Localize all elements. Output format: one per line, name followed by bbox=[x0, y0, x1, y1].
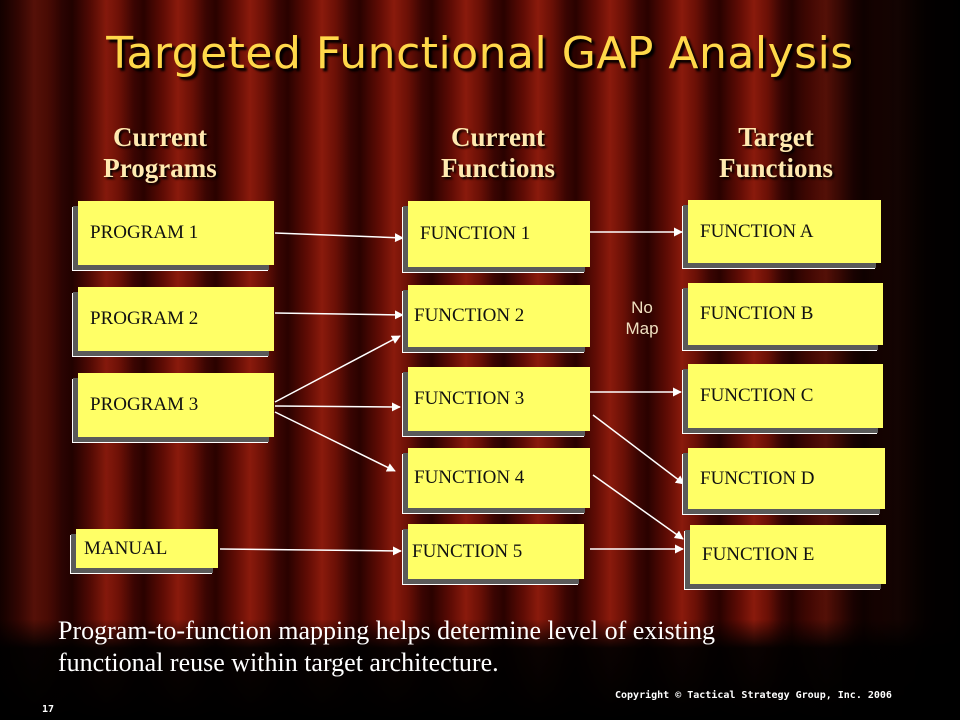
slide-title: Targeted Functional GAP Analysis bbox=[106, 28, 854, 79]
target-function-box: FUNCTION B bbox=[688, 283, 883, 345]
column-header-line: Programs bbox=[103, 153, 217, 183]
no-map-line: No bbox=[631, 298, 653, 317]
slide-caption: Program-to-function mapping helps determ… bbox=[58, 615, 918, 679]
program-box: PROGRAM 2 bbox=[78, 287, 274, 351]
program-box: PROGRAM 1 bbox=[78, 201, 274, 265]
target-function-box: FUNCTION C bbox=[688, 364, 883, 428]
program-box-manual: MANUAL bbox=[76, 529, 218, 568]
arrow-program3-function2 bbox=[274, 335, 401, 403]
current-function-box: FUNCTION 3 bbox=[408, 367, 590, 431]
current-function-box: FUNCTION 4 bbox=[408, 448, 590, 508]
caption-line: Program-to-function mapping helps determ… bbox=[58, 616, 716, 645]
current-function-box: FUNCTION 1 bbox=[408, 201, 590, 267]
arrow-program1-function1 bbox=[274, 232, 404, 243]
arrow-function3-functionD bbox=[592, 414, 685, 485]
arrow-function4-functionE bbox=[592, 474, 684, 540]
arrow-manual-function5 bbox=[219, 546, 402, 556]
current-function-box: FUNCTION 2 bbox=[408, 285, 590, 347]
copyright-notice: Copyright © Tactical Strategy Group, Inc… bbox=[615, 690, 892, 701]
target-function-box: FUNCTION A bbox=[688, 200, 881, 263]
column-header-target-functions: Target Functions bbox=[686, 122, 866, 184]
target-function-box: FUNCTION D bbox=[688, 448, 885, 509]
arrow-program2-function2 bbox=[274, 310, 404, 320]
no-map-line: Map bbox=[625, 319, 659, 338]
current-function-box: FUNCTION 5 bbox=[408, 524, 584, 579]
column-header-line: Functions bbox=[440, 153, 556, 183]
program-box: PROGRAM 3 bbox=[78, 373, 274, 437]
column-header-line: Target bbox=[738, 122, 814, 152]
column-header-line: Functions bbox=[718, 153, 834, 183]
no-map-label: No Map bbox=[616, 297, 668, 339]
arrow-program3-function4 bbox=[274, 411, 396, 472]
column-header-line: Current bbox=[113, 122, 207, 152]
column-header-current-programs: Current Programs bbox=[70, 122, 250, 184]
column-header-current-functions: Current Functions bbox=[408, 122, 588, 184]
caption-line: functional reuse within target architect… bbox=[58, 648, 499, 677]
arrow-program3-function3 bbox=[274, 402, 401, 412]
slide-number: 17 bbox=[42, 704, 55, 715]
column-header-line: Current bbox=[451, 122, 545, 152]
target-function-box: FUNCTION E bbox=[690, 525, 886, 584]
